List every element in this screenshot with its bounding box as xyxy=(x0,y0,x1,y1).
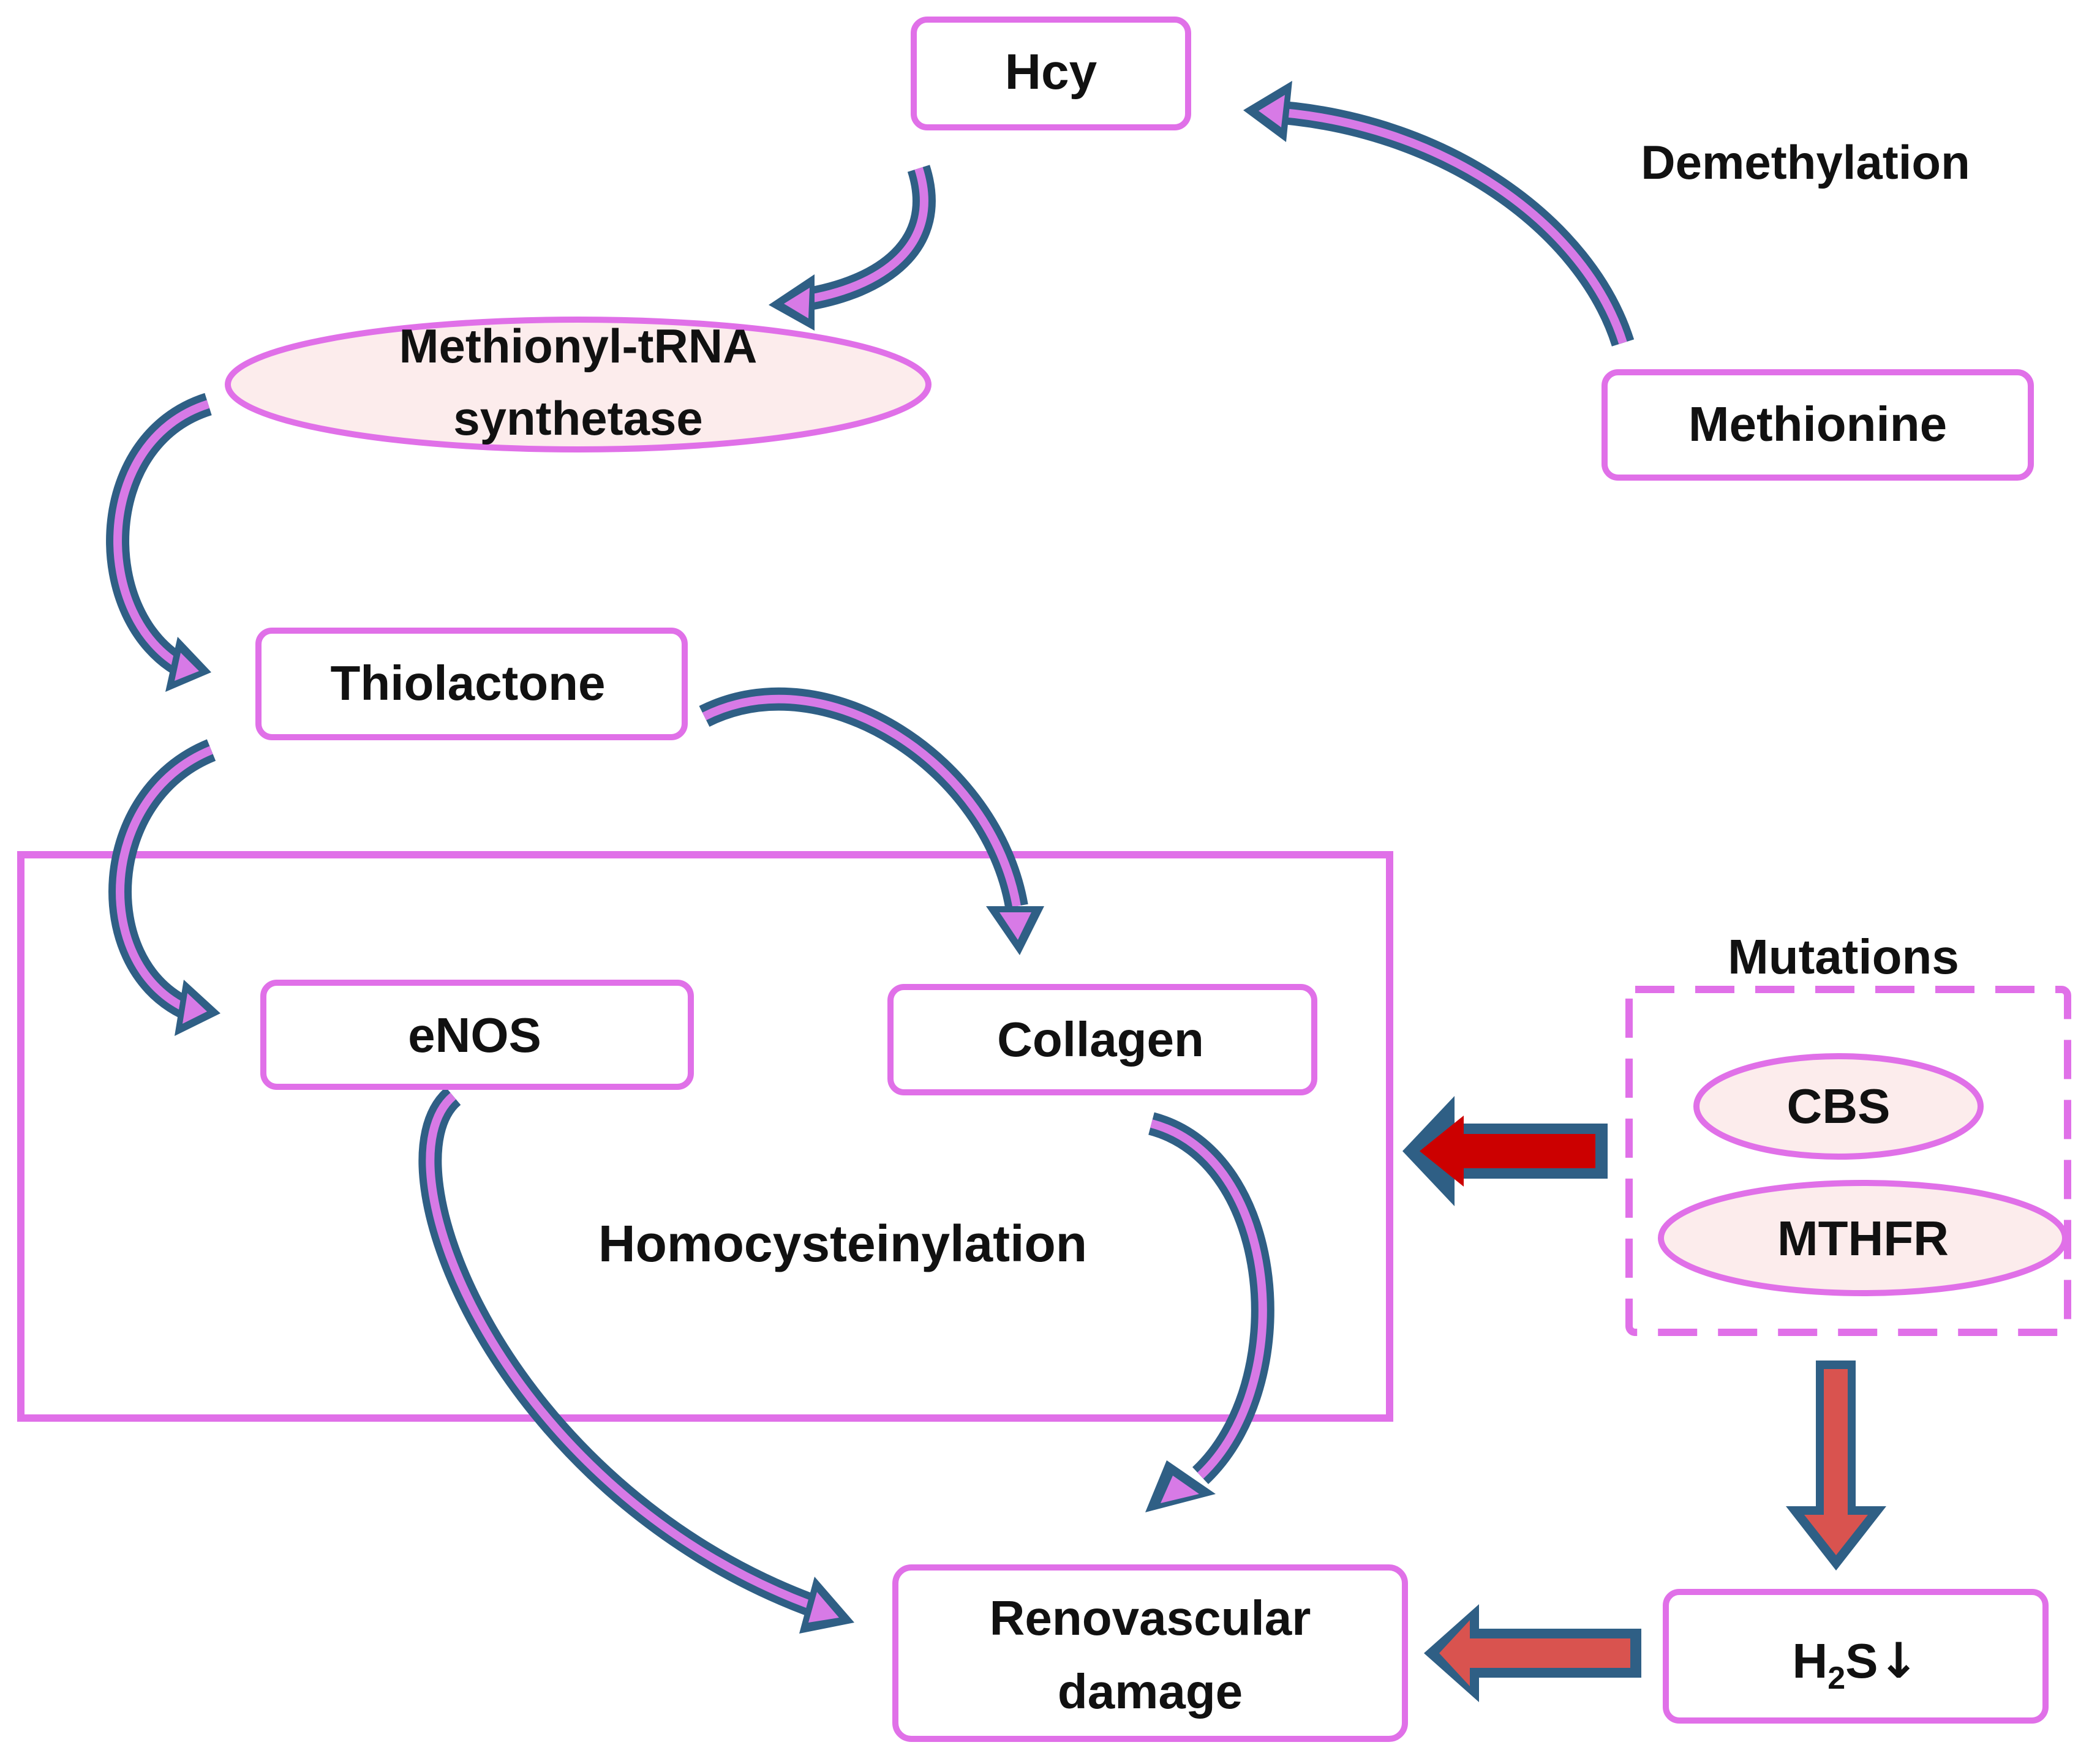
node-methionyl-trna-synthetase: Methionyl-tRNA synthetase xyxy=(225,317,932,452)
methionyl-trna-label-line2: synthetase xyxy=(453,391,703,445)
mutations-frame xyxy=(1625,986,2071,1336)
node-enos: eNOS xyxy=(260,980,694,1090)
methionine-label: Methionine xyxy=(1688,397,1947,451)
demethylation-label: Demethylation xyxy=(1641,135,1970,189)
arrow-enos-to-renovascular xyxy=(418,1087,854,1634)
enos-label: eNOS xyxy=(408,1008,541,1062)
node-renovascular-damage: Renovascular damage xyxy=(892,1564,1408,1742)
homocysteinylation-label: Homocysteinylation xyxy=(598,1215,1087,1272)
down-arrow-icon: ↓ xyxy=(1878,1632,1919,1689)
node-methionine: Methionine xyxy=(1602,369,2034,481)
node-thiolactone: Thiolactone xyxy=(255,628,688,740)
arrow-methionine-to-hcy xyxy=(1243,81,1635,347)
h2s-s: S xyxy=(1845,1634,1878,1688)
hcy-label: Hcy xyxy=(1005,44,1097,100)
h2s-subscript: 2 xyxy=(1827,1661,1845,1696)
arrow-hcy-to-methionyl-trna xyxy=(769,165,936,331)
collagen-label: Collagen xyxy=(997,1012,1204,1067)
arrow-methionyl-trna-to-thiolactone xyxy=(106,392,213,692)
renovascular-label-line1: Renovascular xyxy=(990,1591,1311,1645)
arrow-mutations-to-h2s xyxy=(1786,1361,1886,1571)
thiolactone-label: Thiolactone xyxy=(331,656,606,710)
arrow-collagen-to-renovascular xyxy=(1145,1112,1274,1512)
node-h2s: H2S↓ xyxy=(1663,1589,2049,1724)
renovascular-label-line2: damage xyxy=(1058,1664,1243,1719)
arrow-thiolactone-to-enos xyxy=(108,739,220,1036)
node-mthfr: MTHFR xyxy=(1658,1180,2068,1296)
arrow-mutations-to-homocysteinylation xyxy=(1402,1096,1608,1206)
homocysteinylation-frame xyxy=(17,851,1393,1422)
h2s-h: H xyxy=(1792,1634,1827,1688)
h2s-label: H2S↓ xyxy=(1792,1632,1919,1696)
node-hcy: Hcy xyxy=(911,17,1191,130)
node-cbs: CBS xyxy=(1693,1053,1984,1160)
methionyl-trna-label-line1: Methionyl-tRNA xyxy=(399,319,758,373)
cbs-label: CBS xyxy=(1787,1079,1891,1133)
node-collagen: Collagen xyxy=(887,984,1317,1095)
mutations-label: Mutations xyxy=(1728,929,1959,984)
arrow-h2s-to-renovascular xyxy=(1424,1604,1641,1702)
arrow-thiolactone-to-collagen xyxy=(699,687,1044,955)
mthfr-label: MTHFR xyxy=(1777,1211,1949,1266)
